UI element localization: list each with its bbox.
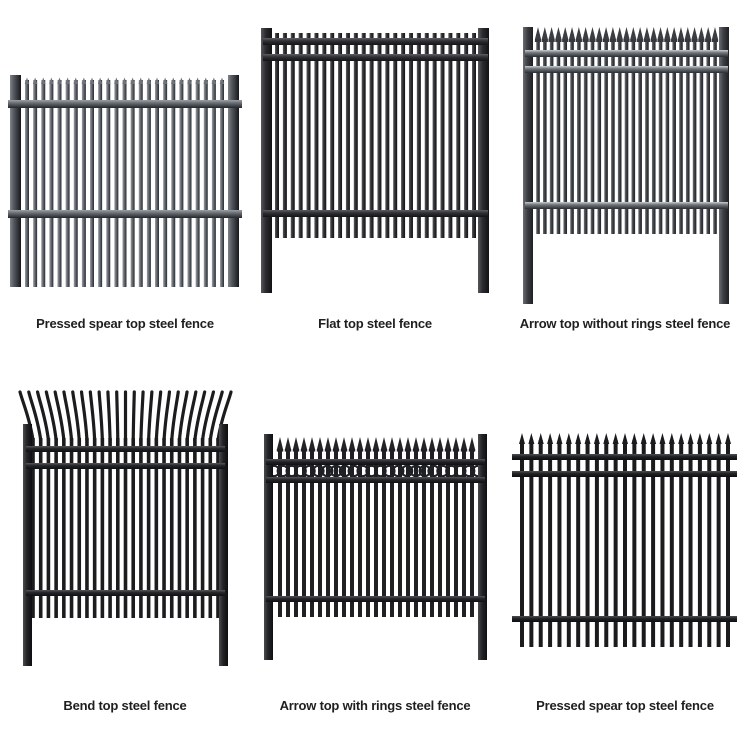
fence-label-arrow-top-without-rings: Arrow top without rings steel fence	[519, 316, 731, 331]
fence-card-bend-top-steel-fence[interactable]	[0, 378, 250, 668]
fence-label-flat-top: Flat top steel fence	[318, 316, 432, 331]
fence-label-arrow-top-with-rings: Arrow top with rings steel fence	[279, 698, 471, 713]
fence-card-arrow-top-with-rings[interactable]	[250, 420, 500, 668]
fence-image-arrow-top-with-rings	[250, 420, 500, 668]
fence-card-pressed-spear-top-steel-fence-a[interactable]	[0, 14, 250, 304]
fence-image-arrow-top-without-rings	[505, 12, 750, 304]
fence-card-pressed-spear-top-steel-fence-b[interactable]	[500, 420, 750, 668]
fence-image-pressed-spear-top-b	[500, 420, 750, 668]
fence-label-pressed-spear-top-a: Pressed spear top steel fence	[36, 316, 214, 331]
fence-image-pressed-spear-top-a	[0, 14, 250, 304]
fence-card-arrow-top-without-rings[interactable]	[505, 12, 750, 304]
fence-image-flat-top	[250, 12, 500, 304]
fence-label-pressed-spear-top-b: Pressed spear top steel fence	[536, 698, 714, 713]
fence-card-flat-top-steel-fence[interactable]	[250, 12, 500, 304]
fence-label-bend-top: Bend top steel fence	[63, 698, 187, 713]
fence-image-bend-top	[0, 378, 250, 668]
